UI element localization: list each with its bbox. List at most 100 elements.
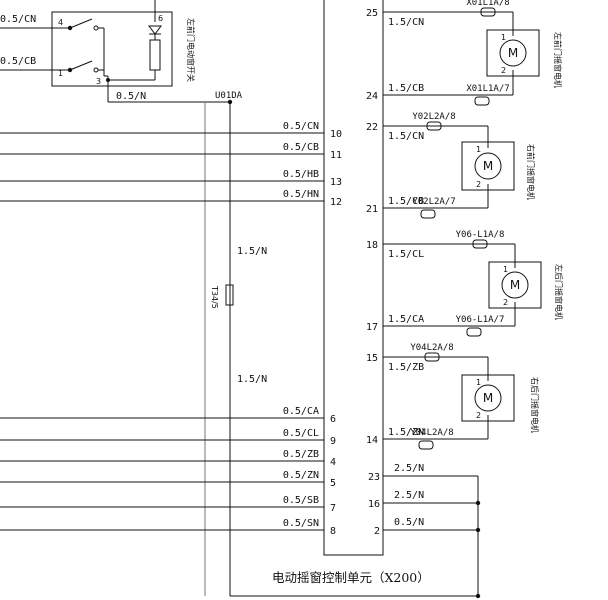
ground-pin: 2: [374, 526, 380, 537]
left-wire-pin: 6: [330, 414, 336, 425]
motor-1: 25 1.5/CN X01L1A/8 24 1.5/CB X01L1A/7 M1 2 左前门摇窗…: [366, 0, 563, 106]
motor-icon: [474, 152, 502, 180]
switch-label: 左前门电动窗开关: [186, 18, 196, 82]
motor-pin-top: 22: [366, 122, 378, 133]
left-wire-pin: 13: [330, 177, 342, 188]
motor-terminal-2: 2: [476, 411, 481, 420]
motor-pin-bottom: 24: [366, 91, 378, 102]
connector-bottom: [474, 96, 490, 106]
left-wire-label: 0.5/HN: [283, 189, 319, 200]
splice-id: U01DA: [215, 91, 243, 101]
ground-connector: T34/5: [210, 285, 219, 309]
left-wire-pin: 10: [330, 129, 342, 140]
motor-symbol: M: [483, 159, 493, 173]
left-wire-pin: 11: [330, 150, 342, 161]
motor-terminal-1: 1: [501, 33, 506, 42]
motor-terminal-1: 1: [476, 145, 481, 154]
switch-pin-1: 1: [58, 69, 63, 78]
connector-t34: [225, 284, 234, 306]
motor-terminal-2: 2: [501, 66, 506, 75]
ground-pin: 23: [368, 472, 380, 483]
connector-bottom: [418, 440, 434, 450]
motor-wire-top-label: 1.5/CN: [388, 131, 424, 142]
motor-conn-bottom: X01L1A/7: [466, 84, 509, 94]
motor-pin-bottom: 21: [366, 204, 378, 215]
connector-top: [472, 239, 488, 249]
motor-label: 右后门摇窗电机: [530, 377, 540, 433]
left-wire-label: 0.5/SN: [283, 518, 319, 529]
left-wire-label: 0.5/ZB: [283, 449, 319, 460]
motor-conn-top: Y04L2A/8: [410, 343, 453, 353]
left-wire-pin: 9: [330, 436, 336, 447]
ground-wire-label: 0.5/N: [394, 517, 424, 528]
motor-wire-bottom-label: 1.5/CB: [388, 196, 424, 207]
motor-pin-top: 15: [366, 353, 378, 364]
switch-pin-6: 6: [158, 14, 163, 23]
motor-conn-bottom: Y04L2A/8: [410, 428, 453, 438]
motor-pin-top: 18: [366, 240, 378, 251]
left-wire-pin: 12: [330, 197, 342, 208]
switch-wire-cn: 0.5/CN: [0, 14, 36, 25]
left-wire-label: 0.5/ZN: [283, 470, 319, 481]
left-wire-pin: 7: [330, 503, 336, 514]
motor-label: 右前门摇窗电机: [526, 144, 536, 200]
motor-icon: [501, 271, 529, 299]
motor-wire-top-label: 1.5/CN: [388, 17, 424, 28]
motor-terminal-2: 2: [503, 298, 508, 307]
motor-wire-bottom-label: 1.5/CB: [388, 83, 424, 94]
unit-caption: 电动摇窗控制单元（X200）: [272, 570, 430, 585]
motor-wire-bottom-label: 1.5/CA: [388, 314, 424, 325]
switch-box: [51, 11, 173, 87]
motor-icon: [499, 39, 527, 67]
control-unit-box: [323, 0, 384, 556]
motor-label: 左后门摇窗电机: [554, 264, 564, 320]
left-wire-pin: 8: [330, 526, 336, 537]
left-wire-pin: 4: [330, 457, 336, 468]
ground-wire-label: 2.5/N: [394, 463, 424, 474]
motor-terminal-2: 2: [476, 180, 481, 189]
connector-top: [480, 7, 496, 17]
motor-wire-top-label: 1.5/ZB: [388, 362, 424, 373]
left-wire-label: 0.5/SB: [283, 495, 319, 506]
motor-terminal-1: 1: [503, 265, 508, 274]
motor-conn-top: X01L1A/8: [466, 0, 509, 8]
motor-terminal-1: 1: [476, 378, 481, 387]
motor-conn-top: Y06-L1A/8: [456, 230, 505, 240]
switch-pin-3: 3: [96, 77, 101, 86]
left-wire-label: 0.5/CA: [283, 406, 319, 417]
connector-top: [426, 121, 442, 131]
left-wire-label: 0.5/CN: [283, 121, 319, 132]
left-wire-label: 0.5/HB: [283, 169, 319, 180]
connector-top: [424, 352, 440, 362]
motor-label: 左前门摇窗电机: [553, 32, 563, 88]
ground-wire-label: 2.5/N: [394, 490, 424, 501]
motor-wire-top-label: 1.5/CL: [388, 249, 424, 260]
motor-pin-bottom: 14: [366, 435, 378, 446]
motor-icon: [474, 384, 502, 412]
motor-symbol: M: [510, 278, 520, 292]
motor-symbol: M: [508, 46, 518, 60]
left-wire-group: 0.5/CN100.5/CB110.5/HB130.5/HN120.5/CA60…: [0, 121, 342, 537]
motor-symbol: M: [483, 391, 493, 405]
splice-wire: 0.5/N: [116, 91, 146, 102]
motor-pin-top: 25: [366, 8, 378, 19]
ground-wire-top: 1.5/N: [237, 246, 267, 257]
connector-bottom: [420, 209, 436, 219]
switch-wire-cb: 0.5/CB: [0, 56, 36, 67]
window-switch: 0.5/CN 0.5/CB 4 1 3 6 左前门电动窗开关: [0, 0, 196, 102]
switch-pin-4: 4: [58, 18, 63, 27]
motor-wire-bottom-label: 1.5/ZN: [388, 427, 424, 438]
resistor-icon: [149, 39, 161, 71]
motor-conn-bottom: Y02L2A/7: [412, 197, 455, 207]
connector-bottom: [466, 327, 482, 337]
diode-icon: [148, 25, 162, 35]
left-wire-label: 0.5/CB: [283, 142, 319, 153]
left-wire-label: 0.5/CL: [283, 428, 319, 439]
motor-pin-bottom: 17: [366, 322, 378, 333]
